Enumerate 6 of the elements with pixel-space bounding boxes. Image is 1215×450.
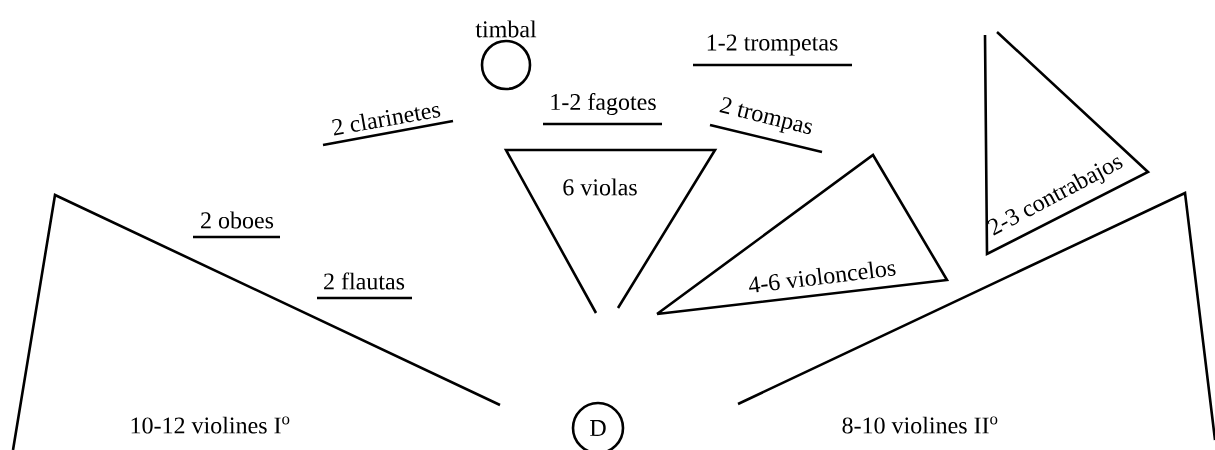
underlined-label: 2 flautas (317, 272, 412, 300)
underlined-label: 2 oboes (193, 211, 280, 239)
underlined-label: 1-2 trompetas (693, 34, 852, 67)
underlined-label: 1-2 fagotes (543, 92, 662, 126)
underlined-label: 2 clarinetes (322, 106, 454, 147)
node-label: timbal (475, 20, 537, 38)
